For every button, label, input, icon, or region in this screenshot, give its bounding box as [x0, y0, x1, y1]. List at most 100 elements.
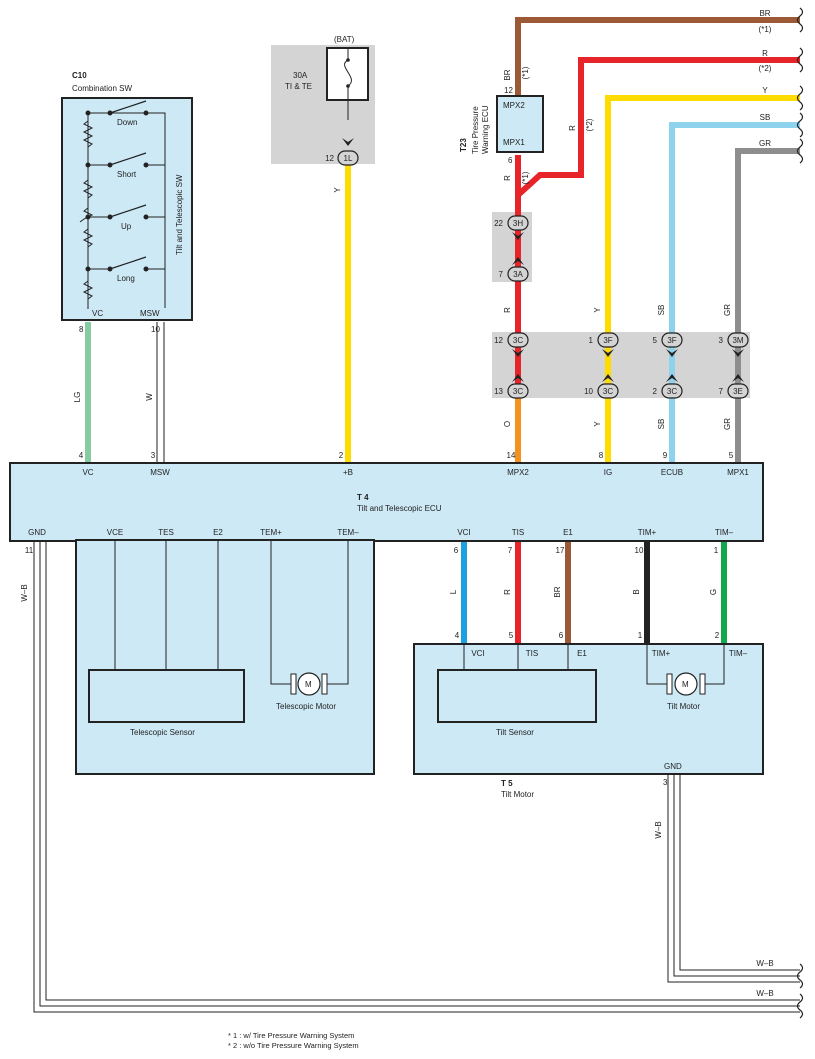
connector-pin-c3f_y: 1 — [589, 336, 594, 345]
switch-up-label: Up — [121, 222, 132, 231]
t4-pin-no-5: 9 — [663, 451, 668, 460]
t23-name-2: Warning ECU — [481, 105, 490, 154]
t23-box — [496, 95, 544, 153]
t5-name: Tilt Motor — [501, 790, 534, 799]
tilt-motor-icon — [666, 672, 706, 696]
connector-id-c3c_top: 3C — [513, 336, 523, 345]
wire-label-y_v: Y — [593, 307, 602, 313]
connector-c3c_top: 3C 12 — [494, 332, 529, 357]
wire-label-wb_end1: W–B — [756, 959, 773, 968]
t4-bottom-pin-label-4: TEM+ — [260, 528, 282, 537]
connector-c3a: 3A7 — [499, 257, 529, 282]
t4-name: Tilt and Telescopic ECU — [357, 504, 442, 513]
connector-pin-1l: 12 — [325, 154, 334, 163]
t4-bottom-pin-label-3: E2 — [213, 528, 223, 537]
c10-code: C10 — [72, 71, 87, 80]
t23-mpx2: MPX2 — [503, 101, 525, 110]
wire-label-r_top: R — [762, 49, 768, 58]
t23-code: T23 — [459, 138, 468, 152]
t4-pin-no-1: 3 — [151, 451, 156, 460]
t4-bottom-pin-label-9: TIM+ — [638, 528, 657, 537]
wire-label-r_v: R — [568, 125, 577, 131]
t5-gnd-no: 3 — [663, 778, 668, 787]
telescopic-motor-label: Telescopic Motor — [276, 702, 336, 711]
connector-c3c_sb: 3C 2 — [653, 374, 683, 399]
connector-c3e: 3E 7 — [719, 374, 749, 399]
t4-pin-label-5: ECUB — [661, 468, 683, 477]
t5-pin-no-2: 6 — [559, 631, 564, 640]
wire-wb-left — [33, 540, 800, 1013]
tilt-motor-label: Tilt Motor — [667, 702, 700, 711]
t4-bottom-pin-no-7: 7 — [508, 546, 513, 555]
wire-label-wb_right: W–B — [654, 821, 663, 838]
wire-label-star2: (*2) — [759, 64, 772, 73]
connector-pin-c3e: 7 — [719, 387, 724, 396]
t4-pin-label-0: VC — [82, 468, 93, 477]
t5-pin-label-2: E1 — [577, 649, 587, 658]
wire-label-star2: (*2) — [585, 118, 594, 131]
t5-pin-label-0: VCI — [471, 649, 484, 658]
wire-label-star1: (*1) — [521, 171, 530, 184]
wire-end-0 — [796, 7, 804, 33]
connector-pin-c3f_sb: 5 — [653, 336, 658, 345]
wire-label-gr_v: GR — [723, 304, 732, 316]
note-2: * 2 : w/o Tire Pressure Warning System — [228, 1041, 359, 1050]
connector-id-c3c_y: 3C — [603, 387, 613, 396]
t5-pin-no-4: 2 — [715, 631, 720, 640]
t4-bottom-pin-label-0: GND — [28, 528, 46, 537]
junction-3c-row-zone — [492, 332, 750, 398]
connector-pin-c3c_top: 12 — [494, 336, 503, 345]
t4-pin-label-6: MPX1 — [727, 468, 749, 477]
t4-pin-label-2: +B — [343, 468, 353, 477]
connector-pin-c3a: 7 — [499, 270, 504, 279]
connector-id-c3e: 3E — [733, 387, 743, 396]
connector-id-c3f_sb: 3F — [667, 336, 676, 345]
c10-circuit — [79, 112, 166, 309]
telescopic-sensor-label: Telescopic Sensor — [130, 728, 195, 737]
wire-label-br_top: BR — [759, 9, 770, 18]
connector-id-c3c_sb: 3C — [667, 387, 677, 396]
c10-box — [61, 97, 193, 321]
bat-label: (BAT) — [334, 35, 355, 44]
connector-c3f_y: 3F 1 — [589, 332, 619, 357]
switch-down-label: Down — [117, 118, 137, 127]
connector-id-c3f_y: 3F — [603, 336, 612, 345]
wire-r-top — [515, 57, 800, 202]
c10-side-label: Tilt and Telescopic SW — [175, 174, 184, 255]
wire-label-sb_top: SB — [760, 113, 771, 122]
t5-pin-label-1: TIS — [526, 649, 538, 658]
wire-label-gr_v2: GR — [723, 418, 732, 430]
t5-pin-no-1: 5 — [509, 631, 514, 640]
connector-id-1l: 1L — [344, 154, 353, 163]
wire-label-o_v: O — [503, 421, 512, 427]
t23-mpx1: MPX1 — [503, 138, 525, 147]
connector-id-c3h: 3H — [513, 219, 523, 228]
t4-pin-no-0: 4 — [79, 451, 84, 460]
wire-label-wb_end2: W–B — [756, 989, 773, 998]
connector-pin-c3c_bot: 13 — [494, 387, 503, 396]
wire-wb-right — [667, 775, 800, 983]
wire-label-r_v2: R — [503, 175, 512, 181]
wire-label-y_top: Y — [762, 86, 768, 95]
t4-bottom-pin-label-1: VCE — [107, 528, 123, 537]
connector-1l: 1L 12 — [325, 150, 359, 166]
t4-bottom-pin-no-0: 11 — [25, 546, 34, 555]
t4-bottom-pin-no-6: 6 — [454, 546, 459, 555]
t4-pin-label-3: MPX2 — [507, 468, 529, 477]
telescopic-motor-icon — [290, 672, 328, 696]
t5-pin-label-4: TIM– — [729, 649, 748, 658]
wire-sb — [669, 122, 800, 465]
switch-short-label: Short — [117, 170, 137, 179]
t4-pin-label-4: IG — [604, 468, 612, 477]
t23-pin-12: 12 — [504, 86, 513, 95]
note-1: * 1 : w/ Tire Pressure Warning System — [228, 1031, 354, 1040]
connector-pin-c3c_sb: 2 — [653, 387, 658, 396]
t4-code: T 4 — [357, 493, 369, 502]
wire-label-b_v: B — [632, 589, 641, 594]
wire-end-6 — [796, 993, 804, 1019]
telescopic-wiring — [114, 540, 349, 685]
t4-bottom-pin-label-6: VCI — [457, 528, 470, 537]
